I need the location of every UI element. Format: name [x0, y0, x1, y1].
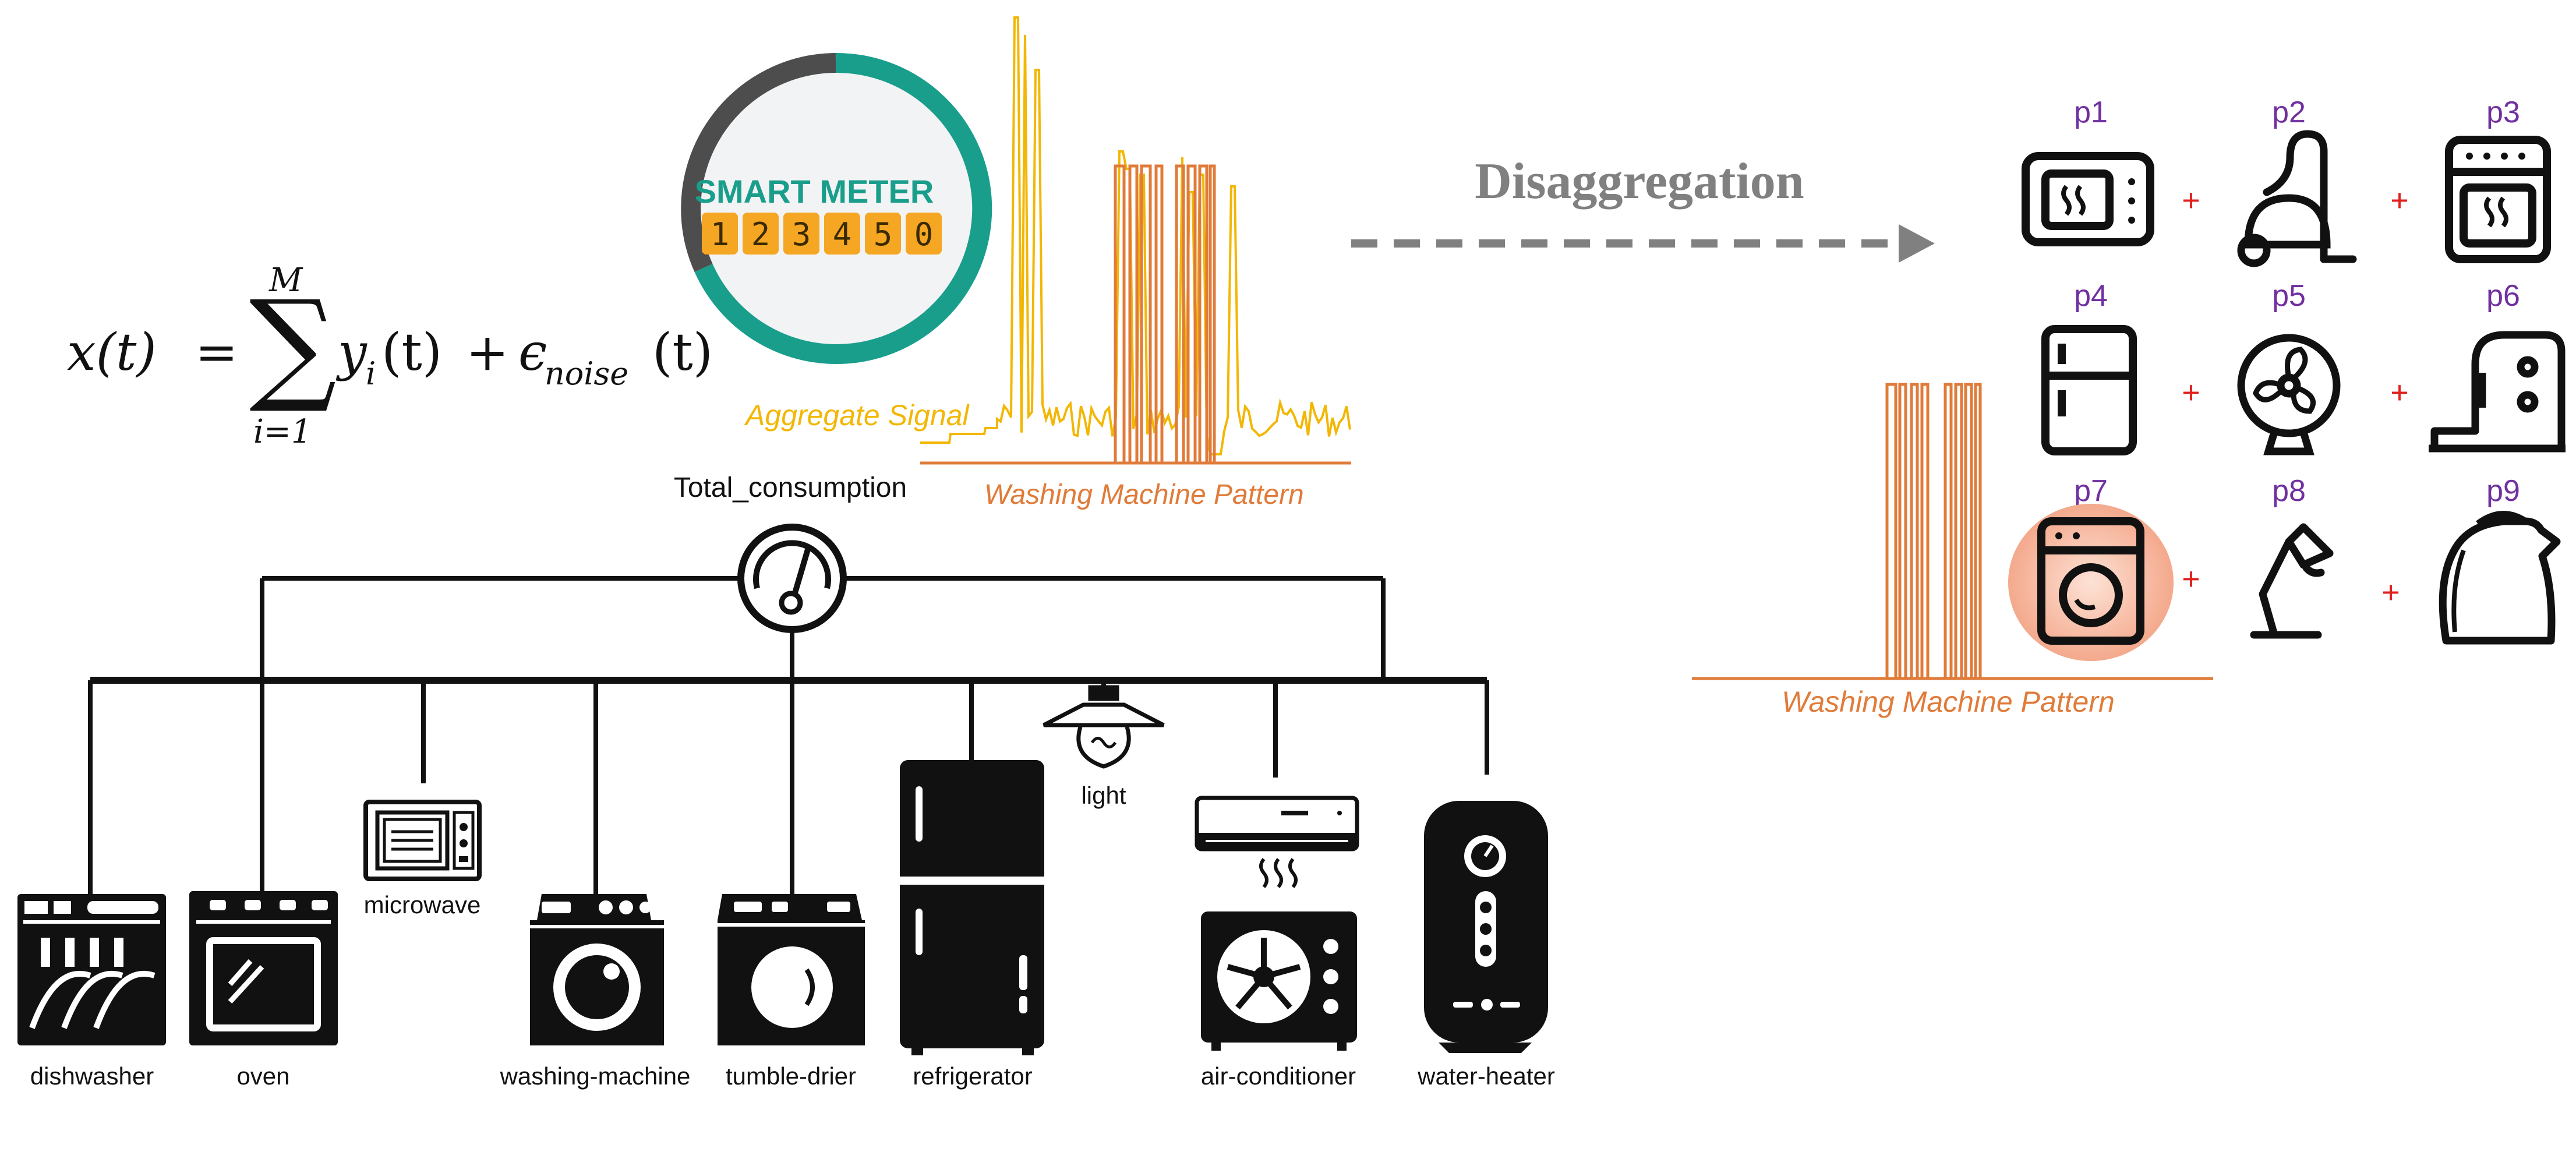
pattern-label-p1: p1 — [2074, 96, 2108, 129]
refrigerator-label: refrigerator — [913, 1062, 1032, 1090]
washing-machine-pattern-label: Washing Machine Pattern — [984, 479, 1304, 510]
vacuum-cleaner-icon — [2237, 130, 2357, 267]
microwave-label: microwave — [364, 891, 481, 918]
signal-plot: Aggregate Signal Washing Machine Pattern — [744, 16, 1351, 510]
meter-digit-box — [702, 213, 738, 255]
formula-sigma: ∑ — [249, 274, 337, 416]
pattern-label-p5: p5 — [2272, 279, 2306, 313]
washing-machine-label: washing-machine — [500, 1062, 691, 1090]
arrow-head-icon — [1899, 224, 1935, 263]
meter-digit-box — [906, 213, 942, 255]
tumble-drier-icon — [718, 894, 865, 1045]
microwave-icon — [363, 800, 482, 881]
dishwasher-label: dishwasher — [30, 1062, 154, 1090]
formula-lhs: x(t) — [67, 322, 157, 382]
refrigerator-outline-icon — [2041, 325, 2137, 455]
pattern-label-p2: p2 — [2272, 96, 2306, 129]
light-label: light — [1081, 782, 1126, 809]
tumble-drier-label: tumble-drier — [726, 1062, 856, 1090]
meter-digit: 3 — [792, 216, 811, 253]
kettle-icon — [2439, 511, 2561, 645]
highlight-circle — [2008, 504, 2174, 661]
meter-digit-box — [865, 213, 901, 255]
refrigerator-icon — [900, 760, 1044, 1055]
washing-machine-outline-icon — [2037, 517, 2144, 645]
meter-ring-dark — [681, 53, 836, 272]
fan-icon — [2237, 334, 2341, 455]
meter-ring-teal — [694, 52, 992, 364]
formula-equals: = — [195, 322, 238, 382]
water-heater-icon — [1424, 801, 1548, 1053]
pattern-label-p9: p9 — [2486, 474, 2520, 508]
meter-label: Total_consumption — [674, 472, 907, 503]
formula: x(t) = M ∑ i=1 y i (t) + ϵ noise (t) — [67, 262, 713, 451]
oven-outline-icon — [2445, 136, 2551, 263]
formula-sum-lower: i=1 — [253, 413, 312, 451]
meter-digit: 5 — [874, 216, 893, 253]
air-conditioner-label: air-conditioner — [1201, 1062, 1356, 1090]
meter-digit: 4 — [833, 216, 852, 253]
plus-sign: + — [2182, 561, 2200, 596]
formula-noise-arg: (t) — [652, 322, 713, 382]
formula-sum-upper: M — [268, 262, 303, 299]
plus-sign: + — [2390, 375, 2409, 410]
air-conditioner-icon — [1195, 796, 1359, 1051]
formula-noise: ϵ — [518, 322, 547, 382]
disaggregation-arrow: Disaggregation — [1351, 153, 1935, 263]
pattern-label-p6: p6 — [2486, 279, 2520, 313]
desk-lamp-icon — [2250, 523, 2334, 639]
light-bulb-icon — [1043, 685, 1165, 769]
meter-title: SMART METER — [695, 173, 934, 210]
formula-term-arg: (t) — [381, 322, 442, 382]
wiring — [88, 576, 1489, 900]
meter-digit-box — [743, 213, 779, 255]
pattern-label-p8: p8 — [2272, 474, 2306, 508]
washing-machine-pattern-line — [920, 164, 1351, 465]
plus-sign: + — [2182, 183, 2200, 218]
water-heater-label: water-heater — [1417, 1062, 1555, 1090]
meter-digit: 2 — [751, 216, 771, 253]
washing-machine-icon — [530, 894, 664, 1045]
meter-digit: 0 — [914, 216, 934, 253]
meter-digit-box — [783, 213, 819, 255]
plus-sign: + — [2390, 183, 2409, 218]
sewing-machine-icon — [2429, 331, 2566, 453]
plus-sign: + — [2381, 575, 2400, 610]
disaggregation-label: Disaggregation — [1475, 153, 1804, 210]
right-pattern-signal: Washing Machine Pattern — [1692, 383, 2213, 718]
pattern-grid: p1 p2 p3 p4 p5 p6 p7 p8 p9 + + + + + + — [2008, 96, 2566, 661]
meter-digit-box — [824, 213, 860, 255]
meter-digit: 1 — [711, 216, 730, 253]
oven-icon — [189, 891, 338, 1045]
aggregate-signal-label: Aggregate Signal — [744, 399, 970, 432]
plus-sign: + — [2182, 375, 2200, 410]
pattern-label-p7: p7 — [2074, 474, 2108, 508]
formula-plus: + — [466, 322, 509, 382]
washing-machine-pattern-label-right: Washing Machine Pattern — [1782, 686, 2115, 718]
meter-gauge-icon — [737, 524, 847, 633]
dishwasher-icon — [17, 894, 166, 1045]
pattern-label-p4: p4 — [2074, 279, 2108, 313]
pattern-label-p3: p3 — [2486, 96, 2520, 129]
oven-label: oven — [236, 1062, 289, 1090]
formula-term-sub: i — [366, 355, 376, 392]
formula-term: y — [335, 322, 368, 382]
microwave-outline-icon — [2022, 152, 2154, 246]
formula-noise-sub: noise — [545, 355, 628, 392]
washing-machine-pattern-line-right — [1692, 383, 2213, 680]
